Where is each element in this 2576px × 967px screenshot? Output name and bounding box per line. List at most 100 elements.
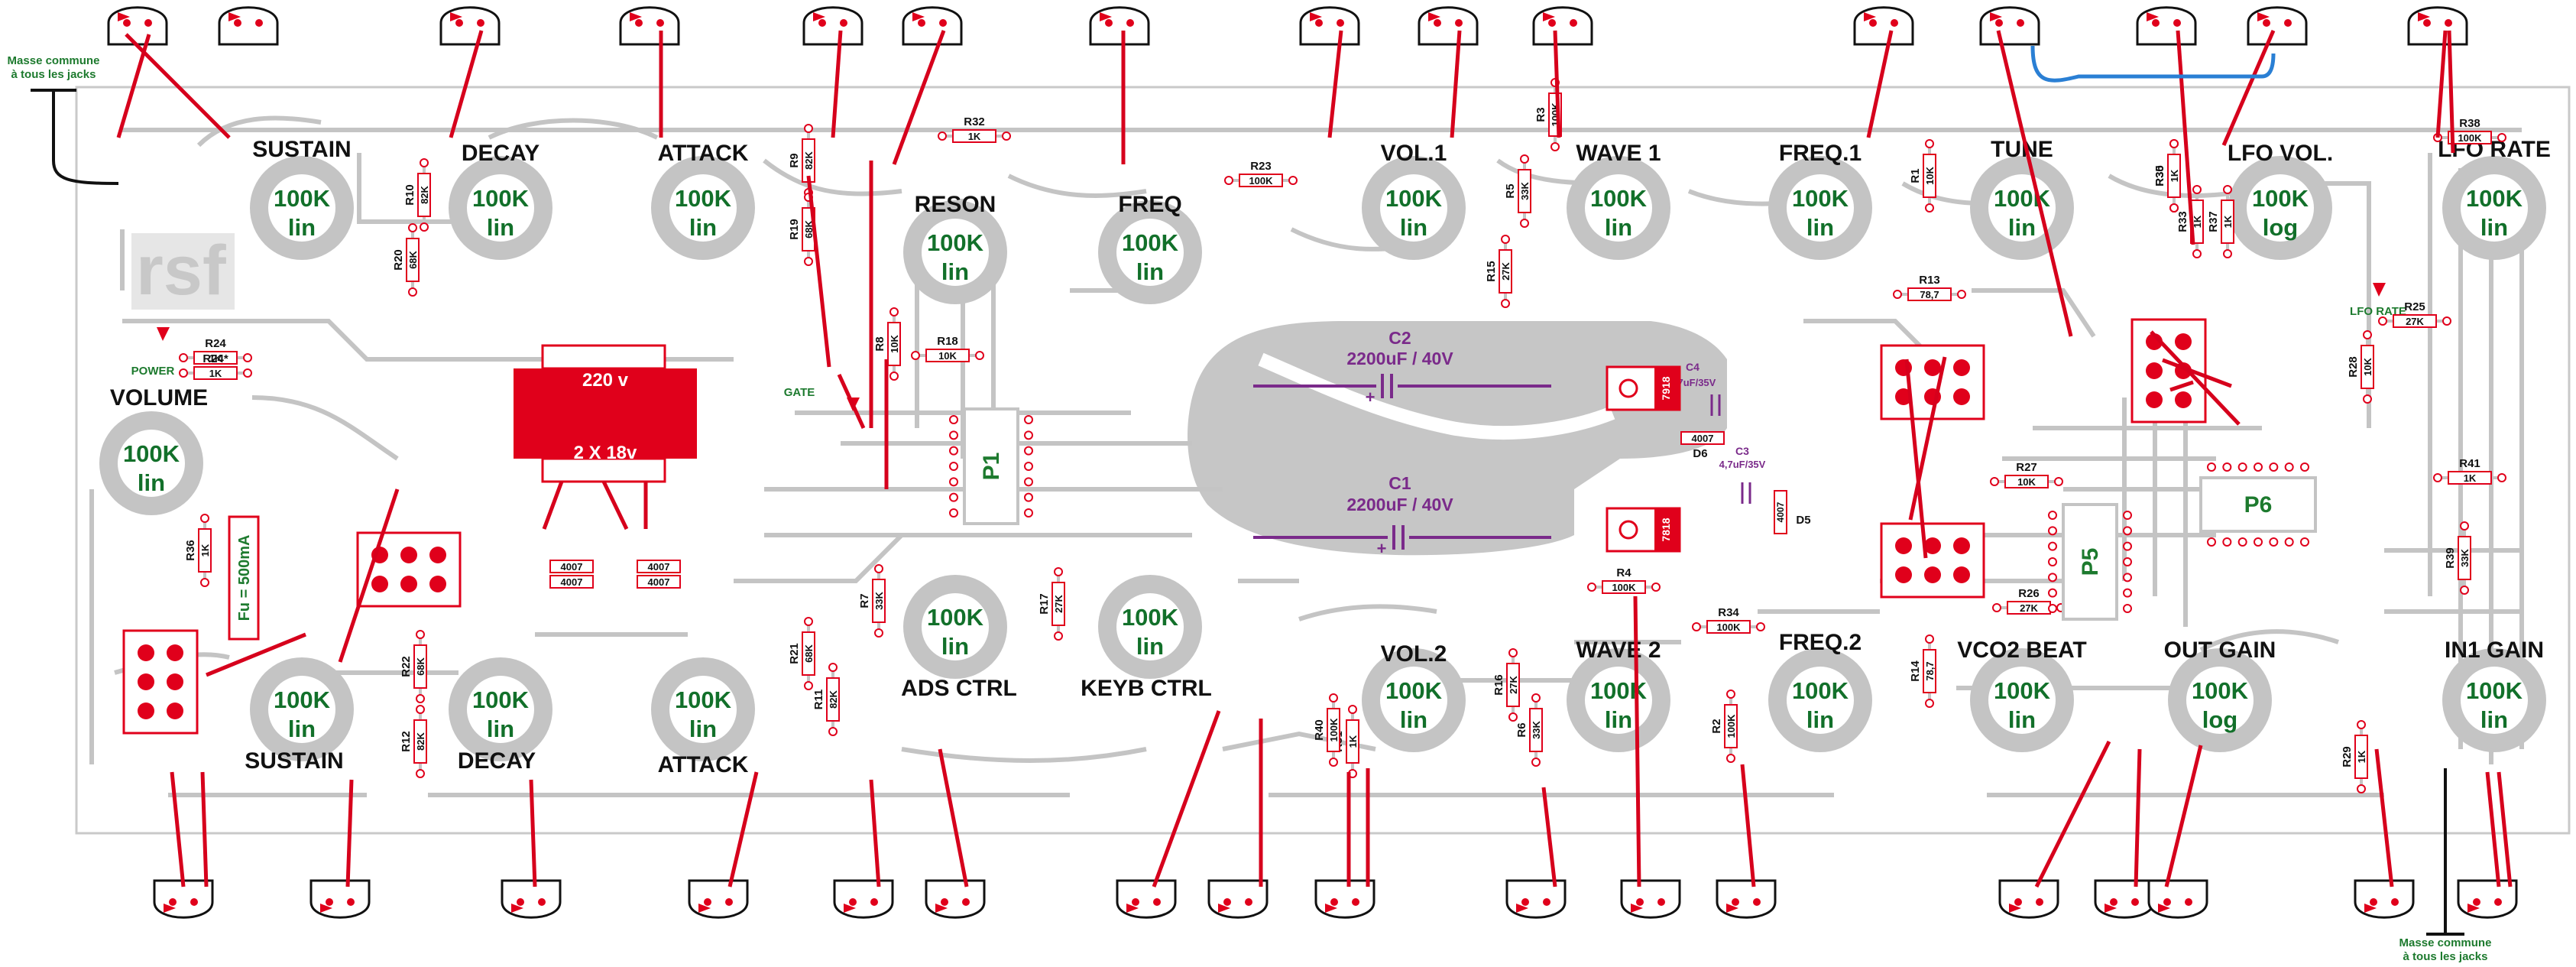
ic-p6: P6 <box>2199 462 2317 547</box>
resistor-ref: R34 <box>1718 606 1739 619</box>
pot-label: FREQ.1 <box>1779 141 1862 166</box>
wire <box>206 632 306 677</box>
resistor-value: 100K <box>1328 718 1340 742</box>
wire <box>2034 740 2111 888</box>
wire <box>1541 787 1557 887</box>
wire <box>1866 30 1894 138</box>
svg-text:Masse commune: Masse commune <box>8 54 100 67</box>
resistor-value: 10K <box>2362 357 2373 375</box>
diode: 4007 <box>637 575 681 589</box>
jack-socket <box>1532 6 1593 46</box>
pot-taper: lin <box>689 214 717 241</box>
pot-taper: lin <box>2480 706 2508 733</box>
pot-value: 100K <box>1994 677 2051 704</box>
resistor-value: 33K <box>873 591 885 609</box>
resistor-value: 10K <box>889 334 900 352</box>
resistor-ref: R17 <box>1038 593 1051 615</box>
resistor-value: 27K <box>2406 316 2424 327</box>
trace <box>488 118 659 140</box>
resistor-value: 33K <box>1519 181 1531 200</box>
pot-taper: lin <box>1400 214 1427 241</box>
wire <box>806 175 831 368</box>
trace <box>357 153 474 224</box>
pot-label: VOLUME <box>110 385 208 410</box>
regulator-7818: 7818 <box>1606 507 1681 553</box>
jack-socket <box>688 879 749 919</box>
resistor-value: 27K <box>1500 261 1512 280</box>
resistor-value: 82K <box>803 151 815 169</box>
pot-label: SUSTAIN <box>245 748 343 774</box>
resistor-value: 100K <box>1612 582 1636 593</box>
resistor-value: 33K <box>1531 720 1542 738</box>
resistor-ref: R20 <box>392 249 405 271</box>
jacks <box>107 6 2518 919</box>
trace <box>2199 629 2339 652</box>
wire <box>2447 30 2455 154</box>
resistor-value: 10K <box>1924 166 1936 184</box>
wire <box>542 481 564 530</box>
wire <box>2374 748 2394 887</box>
jack-socket <box>619 6 680 46</box>
resistor-value: 100K <box>1716 621 1741 633</box>
pot-value: 100K <box>1385 677 1443 704</box>
svg-text:à tous les jacks: à tous les jacks <box>2403 950 2488 963</box>
jack-socket <box>501 879 562 919</box>
pin-header <box>1880 522 1985 599</box>
ic-p1: P1 <box>949 407 1033 525</box>
jack-socket <box>1998 879 2059 919</box>
pot-label: VCO2 BEAT <box>1957 638 2086 663</box>
power-led: POWER <box>131 327 174 378</box>
wire <box>2497 771 2513 887</box>
jack-socket <box>218 6 279 46</box>
wire <box>2162 358 2232 388</box>
ground-note-bottom: Masse commune à tous les jacks <box>2399 768 2491 963</box>
wire <box>2176 30 2195 245</box>
diode-ref: D6 <box>1693 447 1707 460</box>
wire <box>125 33 231 139</box>
svg-text:rsf: rsf <box>136 232 226 310</box>
pot-label: DECAY <box>462 141 540 166</box>
capacitor-ref: C3 <box>1735 445 1749 457</box>
jack-socket <box>2147 879 2208 919</box>
resistor-value: 1K <box>2192 215 2203 228</box>
regulator-label: 7818 <box>1660 518 1672 541</box>
jack-socket <box>1979 6 2040 46</box>
diode-value: 4007 <box>648 561 670 573</box>
wire <box>2164 745 2203 887</box>
pot-value: 100K <box>2192 677 2249 704</box>
resistor-ref: R37 <box>2207 211 2220 232</box>
resistor-ref: R32 <box>964 115 985 128</box>
diode-ref: D5 <box>1796 514 1810 527</box>
wire <box>2221 30 2276 146</box>
ground-note-top: Masse commune à tous les jacks <box>8 54 119 185</box>
resistor-value: 100K <box>1725 714 1737 738</box>
pot-taper: lin <box>1136 258 1164 285</box>
jack-socket <box>1853 6 1914 46</box>
svg-text:LFO RATE: LFO RATE <box>2350 305 2406 318</box>
wire <box>2485 771 2501 887</box>
wire <box>1740 764 1756 887</box>
pot-value: 100K <box>1122 604 1179 631</box>
svg-text:Fu = 500mA: Fu = 500mA <box>236 535 253 621</box>
pot-value: 100K <box>1122 229 1179 256</box>
resistor-ref: R4 <box>1616 566 1631 579</box>
resistor-value: 68K <box>415 657 426 675</box>
jack-socket <box>2094 879 2155 919</box>
pot-label: VOL.1 <box>1381 141 1447 166</box>
trace <box>251 395 399 461</box>
capacitor-c3: C34,7uF/35V <box>1719 445 1766 504</box>
pot-value: 100K <box>2466 677 2523 704</box>
